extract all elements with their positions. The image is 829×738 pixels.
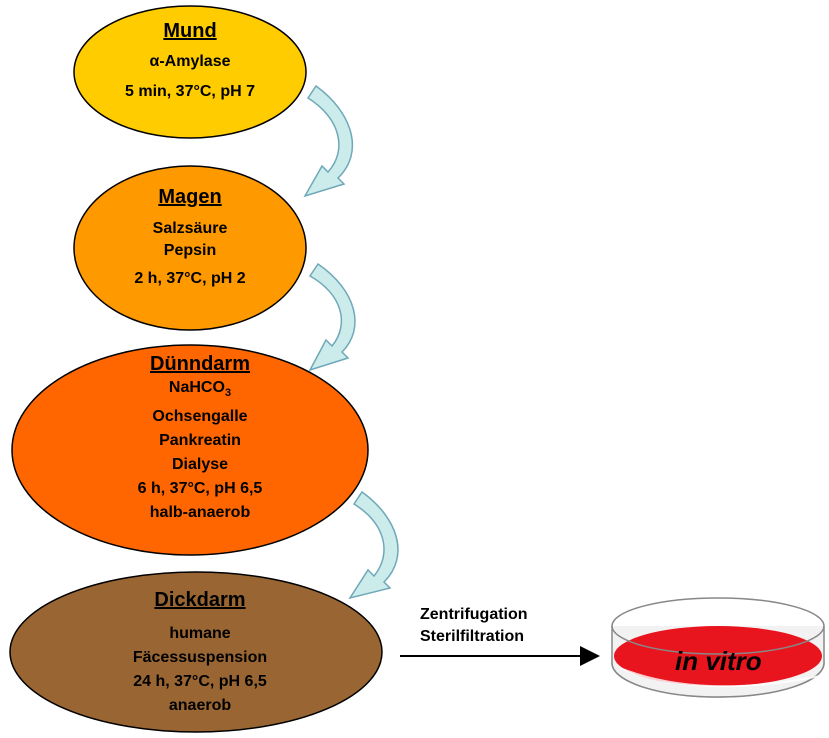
- stage-duenndarm-line-nahco3: NaHCO3: [70, 376, 330, 405]
- stage-duenndarm-ellipse: [11, 344, 369, 556]
- stage-magen-line: Salzsäure: [152, 220, 228, 237]
- stage-magen-text: Magen Salzsäure Pepsin 2 h, 37°C, pH 2: [90, 186, 290, 290]
- stage-magen-title: Magen: [158, 186, 222, 208]
- stage-mund-line: 5 min, 37°C, pH 7: [125, 83, 255, 100]
- stage-duenndarm-text: Dünndarm NaHCO3 Ochsengalle Pankreatin D…: [70, 352, 330, 525]
- stage-dickdarm-line: anaerob: [168, 697, 232, 714]
- stage-duenndarm-line: halb-anaerob: [149, 504, 251, 522]
- stage-dickdarm-text: Dickdarm humane Fäcessuspension 24 h, 37…: [80, 588, 320, 718]
- stage-dickdarm-line: humane: [169, 625, 231, 642]
- stage-duenndarm-nahco3-text: NaHCO: [168, 379, 225, 396]
- stage-mund-title: Mund: [163, 20, 217, 42]
- dish-label: in vitro: [675, 646, 762, 676]
- stage-dickdarm-line: Fäcessuspension: [132, 649, 268, 666]
- stage-duenndarm-title: Dünndarm: [150, 353, 250, 375]
- stage-magen-ellipse: [73, 165, 307, 331]
- petri-dish-icon: [611, 597, 825, 698]
- stage-mund-text: Mund α-Amylase 5 min, 37°C, pH 7: [90, 20, 290, 101]
- stage-dickdarm-ellipse: [9, 571, 383, 733]
- process-label-line1: Zentrifugation: [420, 606, 528, 623]
- stage-mund-ellipse: [73, 5, 307, 139]
- stage-duenndarm-line: Pankreatin: [159, 432, 241, 450]
- process-label: Zentrifugation Sterilfiltration: [420, 604, 528, 648]
- curved-arrow-3: [348, 490, 399, 600]
- stage-mund-line: α-Amylase: [149, 53, 231, 70]
- curved-arrow-2: [308, 262, 356, 372]
- stage-duenndarm-line: 6 h, 37°C, pH 6,5: [137, 480, 263, 498]
- stage-magen-line: 2 h, 37°C, pH 2: [134, 270, 246, 287]
- stage-duenndarm-line: Ochsengalle: [152, 408, 248, 426]
- stage-dickdarm-title: Dickdarm: [154, 589, 246, 611]
- stage-duenndarm-nahco3-subscript: 3: [224, 387, 232, 400]
- curved-arrow-1: [303, 84, 354, 198]
- stage-dickdarm-line: 24 h, 37°C, pH 6,5: [133, 673, 267, 690]
- process-label-line2: Sterilfiltration: [420, 628, 525, 645]
- stage-duenndarm-line: Dialyse: [171, 456, 229, 474]
- stage-magen-line: Pepsin: [163, 242, 217, 259]
